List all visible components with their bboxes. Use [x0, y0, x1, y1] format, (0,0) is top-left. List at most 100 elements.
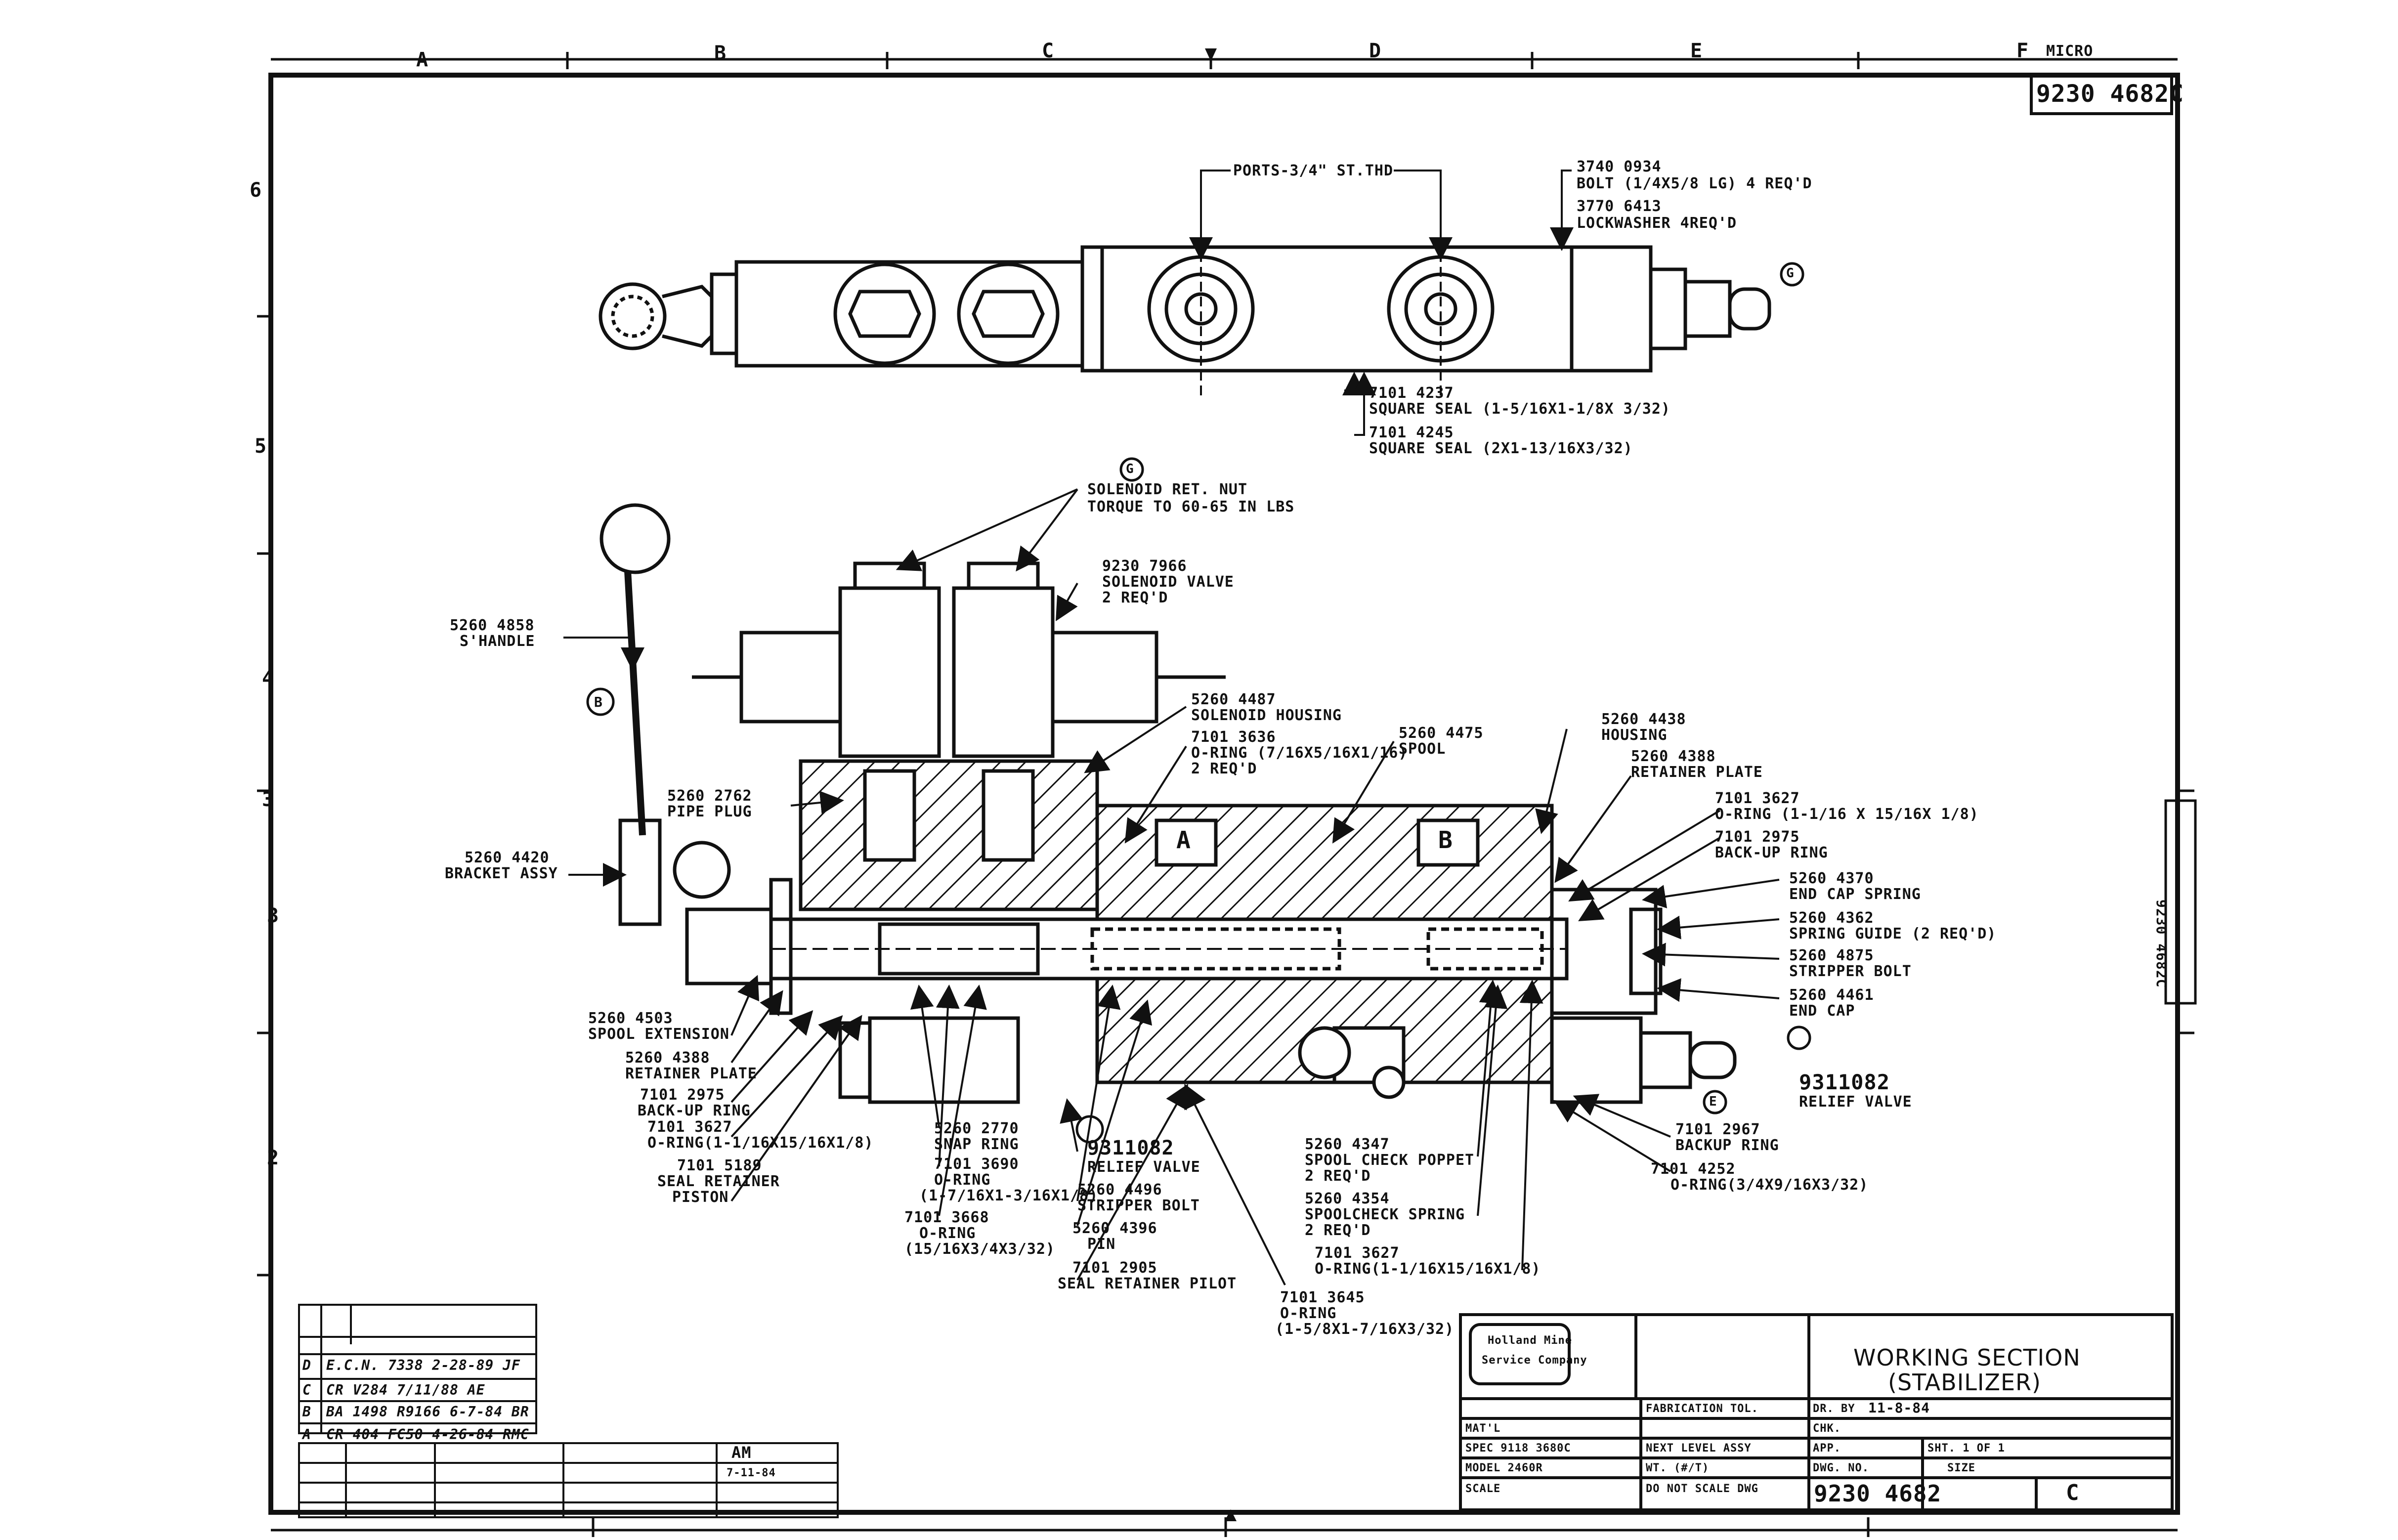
column-label-f: F — [2016, 40, 2029, 62]
callout-solenoid-valve-qty: 2 REQ'D — [1102, 589, 1168, 606]
drawing-number: 9230 4682 — [1814, 1480, 1942, 1507]
column-label-c: C — [1042, 40, 1055, 62]
row-label-3a: 3 — [262, 788, 275, 811]
callout-seal-retainer-piston-desc: SEAL RETAINER — [657, 1173, 780, 1190]
do-not-scale-label: DO NOT SCALE DWG — [1646, 1483, 1758, 1495]
dwg-no-label: DWG. NO. — [1813, 1462, 1869, 1474]
callout-lockwasher-num: 3770 6413 — [1577, 198, 1662, 215]
callout-square-seal-1-desc: SQUARE SEAL (1-5/16X1-1/8X 3/32) — [1369, 400, 1670, 418]
callout-pin-desc: PIN — [1087, 1236, 1116, 1253]
callout-retainer-plate-l-desc: RETAINER PLATE — [625, 1065, 757, 1082]
callout-bolt-num: 3740 0934 — [1577, 158, 1662, 175]
callout-backup-ring-l-desc: BACK-UP RING — [638, 1102, 751, 1119]
callout-oring-h-desc: O-RING(3/4X9/16X3/32) — [1670, 1176, 1869, 1194]
revision-block — [298, 1304, 839, 1518]
callout-backup-ring-l-num: 7101 2975 — [640, 1086, 725, 1104]
revision-text: BA 1498 R9166 6-7-84 BR — [326, 1404, 529, 1420]
border-frame — [257, 48, 2197, 1537]
callout-spool-check-poppet-qty: 2 REQ'D — [1305, 1167, 1371, 1185]
callout-relief-valve-l-desc: RELIEF VALVE — [1087, 1158, 1200, 1176]
callout-oring-a-qty: 2 REQ'D — [1191, 760, 1257, 777]
callout-oring-c-num: 7101 3627 — [647, 1118, 732, 1136]
callout-solenoid-nut-1: SOLENOID RET. NUT — [1087, 481, 1248, 498]
matl-label: MAT'L — [1465, 1422, 1501, 1435]
callout-housing-desc: HOUSING — [1601, 727, 1668, 744]
callout-spring-guide-num: 5260 4362 — [1789, 909, 1874, 927]
approval-initials: AM — [731, 1443, 752, 1462]
callout-backup-ring-r-desc: BACK-UP RING — [1715, 844, 1828, 861]
marker-b: B — [594, 694, 603, 710]
callout-oring-a-desc: O-RING (7/16X5/16X1/16) — [1191, 744, 1408, 762]
callout-seal-retainer-piston-num: 7101 5189 — [677, 1157, 762, 1174]
row-label-2: 2 — [267, 1147, 280, 1169]
approved-label: APP. — [1813, 1442, 1841, 1454]
callout-snap-ring-num: 5260 2770 — [934, 1120, 1019, 1137]
column-label-b: B — [714, 42, 727, 65]
drawing-subtitle: (STABILIZER) — [1888, 1369, 2041, 1396]
section-view — [600, 503, 1737, 1104]
callout-oring-e-desc: O-RING — [919, 1225, 976, 1242]
drawn-date: 11-8-84 — [1868, 1400, 1930, 1416]
callout-oring-g-num: 7101 3627 — [1315, 1244, 1400, 1262]
callout-handle-desc: S'HANDLE — [460, 633, 535, 650]
callout-solenoid-housing-desc: SOLENOID HOUSING — [1191, 707, 1342, 724]
callout-bracket-desc: BRACKET ASSY — [445, 865, 558, 882]
callout-seal-retainer-piston-sub: PISTON — [672, 1189, 729, 1206]
callout-relief-valve-l-num: 9311082 — [1087, 1137, 1174, 1159]
callout-end-cap-num: 5260 4461 — [1789, 986, 1874, 1004]
approval-date: 7-11-84 — [727, 1467, 776, 1479]
callout-backup-ring-r-num: 7101 2975 — [1715, 828, 1800, 846]
sheet-label: SHT. 1 OF 1 — [1927, 1442, 2005, 1454]
callout-oring-c-desc: O-RING(1-1/16X15/16X1/8) — [647, 1134, 874, 1152]
callout-square-seal-1-num: 7101 4237 — [1369, 385, 1454, 402]
callout-spool-num: 5260 4475 — [1399, 725, 1484, 742]
callout-spool-ext-desc: SPOOL EXTENSION — [588, 1026, 729, 1043]
callout-pin-num: 5260 4396 — [1072, 1220, 1157, 1237]
callout-bracket-num: 5260 4420 — [465, 849, 550, 866]
leader-lines — [563, 170, 1780, 1285]
callout-backup-ring-b-num: 7101 2967 — [1675, 1121, 1760, 1138]
callout-spool-check-poppet-desc: SPOOL CHECK POPPET — [1305, 1152, 1475, 1169]
callout-housing-num: 5260 4438 — [1601, 711, 1686, 728]
revision-row: C — [302, 1382, 311, 1398]
callout-solenoid-valve-num: 9230 7966 — [1102, 557, 1187, 575]
callout-stripper-bolt-r-desc: STRIPPER BOLT — [1789, 963, 1912, 980]
callout-relief-valve-r-num: 9311082 — [1799, 1070, 1890, 1094]
company-name-2: Service Company — [1482, 1354, 1587, 1367]
callout-oring-d-size: (1-7/16X1-3/16X1/8) — [919, 1187, 1099, 1204]
callout-spool-desc: SPOOL — [1399, 740, 1446, 758]
callout-oring-a-num: 7101 3636 — [1191, 728, 1276, 746]
callout-retainer-plate-r-desc: RETAINER PLATE — [1631, 764, 1763, 781]
callout-pipe-plug-num: 5260 2762 — [667, 787, 752, 805]
callout-stripper-bolt-r-num: 5260 4875 — [1789, 947, 1874, 964]
checked-label: CHK. — [1813, 1422, 1841, 1435]
company-name: Holland Mine — [1488, 1334, 1572, 1347]
revision-text: CR V284 7/11/88 AE — [326, 1382, 485, 1398]
callout-ports: PORTS-3/4" ST.THD — [1233, 162, 1394, 179]
callout-spring-guide-desc: SPRING GUIDE (2 REQ'D) — [1789, 925, 1997, 942]
callout-end-cap-spring-desc: END CAP SPRING — [1789, 886, 1921, 903]
callout-bolt-desc: BOLT (1/4X5/8 LG) 4 REQ'D — [1577, 175, 1812, 192]
marker-g-top: G — [1786, 266, 1795, 281]
drawn-by-label: DR. BY — [1813, 1403, 1855, 1415]
revision-row: A — [302, 1426, 311, 1443]
drawing-title: WORKING SECTION — [1853, 1344, 2081, 1371]
side-drawing-number: 9230 4682C — [2153, 899, 2170, 988]
callout-end-cap-desc: END CAP — [1789, 1002, 1855, 1020]
callout-pipe-plug-desc: PIPE PLUG — [667, 803, 752, 820]
callout-spool-check-poppet-num: 5260 4347 — [1305, 1136, 1390, 1153]
row-label-5: 5 — [255, 435, 267, 458]
callout-lockwasher-desc: LOCKWASHER 4REQ'D — [1577, 214, 1737, 232]
column-label-a: A — [416, 48, 429, 71]
column-label-e: E — [1690, 40, 1703, 62]
revision-row: B — [302, 1404, 311, 1420]
title-block-frame — [1459, 1313, 2174, 1511]
callout-spool-check-spring-num: 5260 4354 — [1305, 1190, 1390, 1207]
port-a-label: A — [1176, 826, 1191, 854]
callout-solenoid-valve-desc: SOLENOID VALVE — [1102, 573, 1234, 591]
callout-backup-ring-b-desc: BACKUP RING — [1675, 1137, 1779, 1154]
callout-oring-b-num: 7101 3627 — [1715, 790, 1800, 807]
top-view — [599, 222, 1771, 395]
model-label: MODEL 2460R — [1465, 1462, 1543, 1474]
callout-square-seal-2-desc: SQUARE SEAL (2X1-13/16X3/32) — [1369, 440, 1633, 457]
